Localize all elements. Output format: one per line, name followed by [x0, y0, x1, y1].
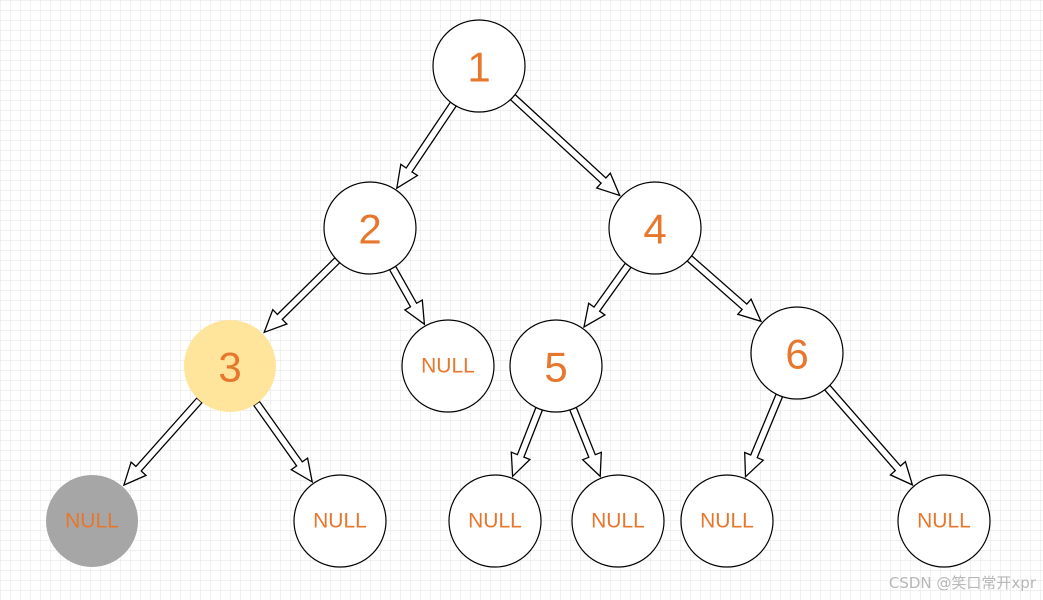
node-circle	[897, 474, 991, 568]
node-circle	[401, 319, 495, 413]
watermark-text: CSDN @笑口常开xpr	[889, 574, 1037, 592]
node-label: NULL	[468, 510, 522, 533]
tree-node-n1: 1	[432, 19, 526, 113]
tree-node-n4: 4	[608, 181, 702, 275]
node-label: NULL	[591, 510, 645, 533]
node-circle	[293, 474, 387, 568]
node-label: NULL	[917, 510, 971, 533]
node-circle	[323, 181, 417, 275]
edge-arrow-n1-n2	[395, 101, 458, 190]
tree-node-n5: 5	[509, 319, 603, 413]
edge-arrow-n6-n6l	[744, 393, 784, 479]
node-circle	[608, 181, 702, 275]
node-circle	[432, 19, 526, 113]
tree-node-n6l: NULL	[680, 474, 774, 568]
edge-arrow-n4-n6	[686, 254, 763, 323]
edges	[122, 93, 914, 487]
node-circle	[571, 474, 665, 568]
edge-arrow-n5-n5r	[568, 406, 602, 478]
tree-node-n6r: NULL	[897, 474, 991, 568]
node-label: NULL	[313, 510, 367, 533]
edge-arrow-n5-n5l	[510, 406, 544, 478]
node-circle	[184, 320, 276, 412]
edge-arrow-n6-n6r	[823, 384, 914, 487]
node-label: NULL	[65, 510, 119, 533]
tree-node-n3l: NULL	[46, 475, 138, 567]
node-circle	[509, 319, 603, 413]
node-label: NULL	[700, 510, 754, 533]
node-label: 6	[785, 331, 808, 378]
tree-node-n6: 6	[750, 306, 844, 400]
tree-node-n3r: NULL	[293, 474, 387, 568]
node-label: 5	[544, 344, 567, 391]
edge-arrow-n2-n2r	[388, 265, 426, 326]
node-circle	[448, 474, 542, 568]
tree-node-n5l: NULL	[448, 474, 542, 568]
tree-node-n2: 2	[323, 181, 417, 275]
tree-node-n5r: NULL	[571, 474, 665, 568]
node-label: 1	[467, 44, 490, 91]
node-circle	[46, 475, 138, 567]
node-circle	[750, 306, 844, 400]
edge-arrow-n3-n3r	[252, 400, 314, 484]
edge-arrow-n2-n3	[263, 256, 341, 334]
node-label: NULL	[421, 355, 475, 378]
node-label: 3	[218, 344, 241, 391]
node-circle	[680, 474, 774, 568]
tree-node-n3: 3	[184, 320, 276, 412]
edge-arrow-n1-n4	[509, 93, 621, 197]
edge-arrow-n3-n3l	[122, 397, 203, 487]
tree-node-n2r: NULL	[401, 319, 495, 413]
node-label: 2	[358, 206, 381, 253]
node-label: 4	[643, 206, 666, 253]
edge-arrow-n4-n5	[583, 262, 632, 329]
